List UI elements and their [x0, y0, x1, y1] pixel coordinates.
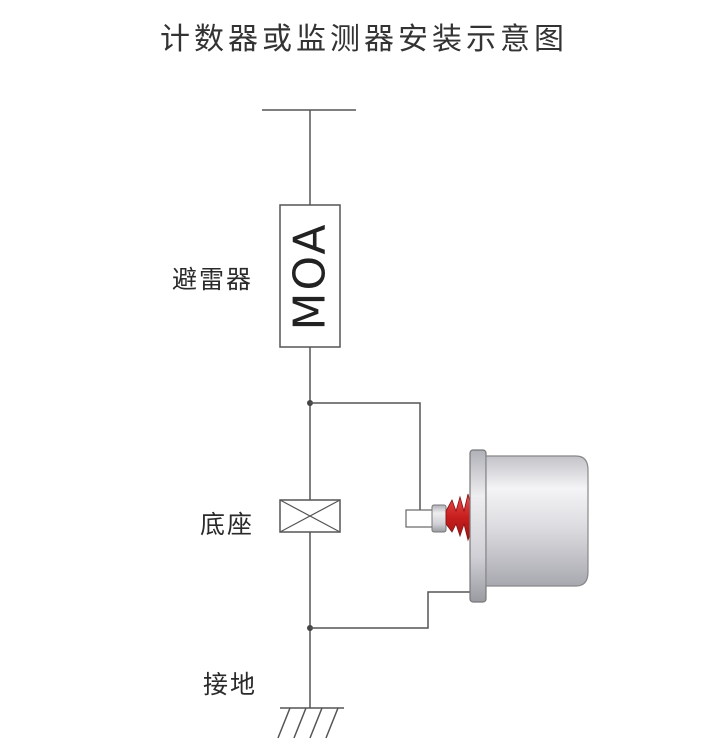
- upper-branch-wire: [310, 402, 421, 518]
- counter-red-insulator: [445, 493, 472, 542]
- moa-label: MOA: [284, 222, 336, 330]
- counter-body: [485, 455, 589, 587]
- arrester-label: 避雷器: [172, 265, 254, 294]
- counter-terminal-stub: [405, 509, 435, 528]
- ground-label: 接地: [203, 670, 258, 699]
- base-label: 底座: [200, 510, 255, 539]
- ground-hatch-2: [293, 707, 307, 739]
- ground-hatch-4: [325, 707, 339, 739]
- lower-branch-wire: [310, 591, 470, 629]
- ground-hatch-1: [277, 707, 291, 739]
- counter-flange: [469, 449, 487, 603]
- ground-hatch-3: [309, 707, 323, 739]
- moa-arrester-box: [279, 204, 341, 348]
- counter-device: [405, 449, 589, 603]
- base-cross-2: [279, 499, 341, 533]
- counter-collar: [431, 504, 447, 533]
- diagram-title: 计数器或监测器安装示意图: [160, 22, 568, 57]
- moa-label-box: MOA: [280, 205, 340, 347]
